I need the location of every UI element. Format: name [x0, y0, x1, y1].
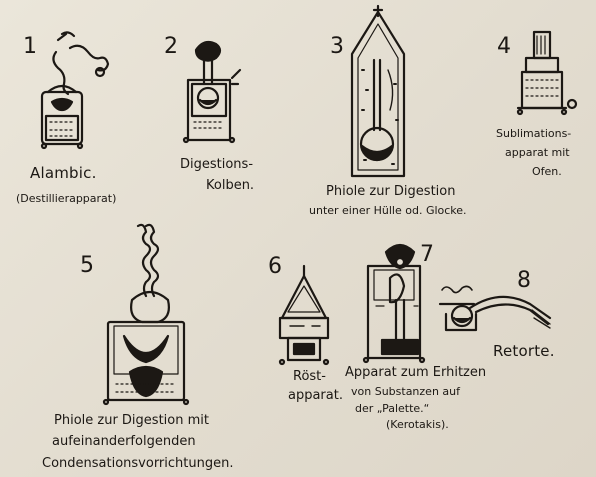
figure-4-caption-line-2: apparat mit — [505, 146, 570, 159]
condensation-phial-drawing — [102, 223, 190, 406]
figure-7-caption-line-3: der „Palette.“ — [355, 402, 430, 415]
figure-2-number: 2 — [164, 34, 178, 59]
figure-8-caption: Retorte. — [493, 342, 555, 360]
figure-7-number: 7 — [420, 242, 434, 267]
alambic-drawing — [40, 31, 110, 150]
figure-4-number: 4 — [497, 34, 511, 59]
figure-1-caption: Alambic. — [30, 164, 97, 182]
digestion-flask-drawing — [182, 40, 242, 144]
figure-4-caption-line-3: Ofen. — [532, 165, 562, 178]
phial-under-bell-drawing — [350, 4, 406, 178]
figure-6-caption-line-2: apparat. — [288, 388, 343, 403]
figure-3-number: 3 — [330, 34, 344, 59]
figure-1-number: 1 — [23, 34, 37, 59]
figure-4-caption-line-1: Sublimations- — [496, 127, 572, 140]
figure-7-caption-line-1: Apparat zum Erhitzen — [345, 365, 487, 380]
figure-2-caption-line-1: Digestions- — [180, 157, 254, 172]
figure-5-caption-line-3: Condensationsvorrichtungen. — [42, 456, 234, 471]
figure-7-caption-line-4: (Kerotakis). — [386, 418, 449, 431]
roasting-apparatus-drawing — [278, 264, 330, 366]
figure-3-caption-line-2: unter einer Hülle od. Glocke. — [309, 204, 467, 217]
retort-drawing — [438, 285, 552, 332]
figure-6-number: 6 — [268, 254, 282, 279]
figure-5-caption-line-1: Phiole zur Digestion mit — [54, 413, 209, 428]
sublimation-furnace-drawing — [516, 30, 578, 116]
figure-5-caption-line-2: aufeinanderfolgenden — [52, 434, 196, 449]
figure-6-caption-line-1: Röst- — [293, 369, 326, 384]
kerotakis-drawing — [362, 243, 426, 364]
figure-7-caption-line-2: von Substanzen auf — [351, 385, 460, 398]
figure-1-subcaption: (Destillierapparat) — [16, 192, 117, 205]
figure-5-number: 5 — [80, 253, 94, 278]
figure-3-caption-line-1: Phiole zur Digestion — [326, 184, 456, 199]
figure-8-number: 8 — [517, 268, 531, 293]
figure-2-caption-line-2: Kolben. — [206, 178, 255, 193]
